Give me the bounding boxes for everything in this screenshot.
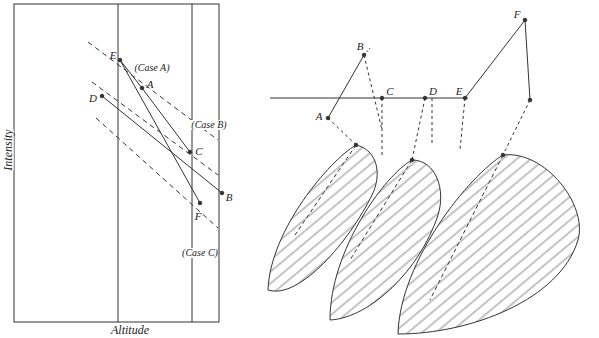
point-label: D xyxy=(89,93,97,104)
points xyxy=(100,58,224,205)
axis-title: Intensity xyxy=(2,129,14,170)
case-label: (Case B) xyxy=(191,120,226,130)
lobes xyxy=(268,145,579,334)
point-label: A xyxy=(316,111,323,122)
axis-title: Altitude xyxy=(111,324,149,336)
point-label: F xyxy=(514,9,521,20)
projection-lines xyxy=(328,55,530,160)
trend-lines xyxy=(102,60,222,203)
grid-line xyxy=(118,4,119,322)
point-label: E xyxy=(110,50,117,61)
point-label: C xyxy=(195,146,202,157)
point-label: B xyxy=(226,192,233,203)
point-label: F xyxy=(195,211,202,222)
drop-line xyxy=(525,20,530,100)
slant-line xyxy=(328,55,364,118)
base-line xyxy=(270,98,468,99)
point-label: B xyxy=(357,41,364,52)
point-label: E xyxy=(456,86,463,97)
grid-line xyxy=(192,4,193,322)
slant-line xyxy=(465,20,525,98)
point-label: C xyxy=(386,86,393,97)
case-label: (Case C) xyxy=(182,248,218,258)
case-lines xyxy=(88,42,218,228)
point-label: A xyxy=(147,79,154,90)
case-label: (Case A) xyxy=(134,63,169,73)
chart-frame xyxy=(14,4,219,322)
point-label: D xyxy=(429,86,437,97)
